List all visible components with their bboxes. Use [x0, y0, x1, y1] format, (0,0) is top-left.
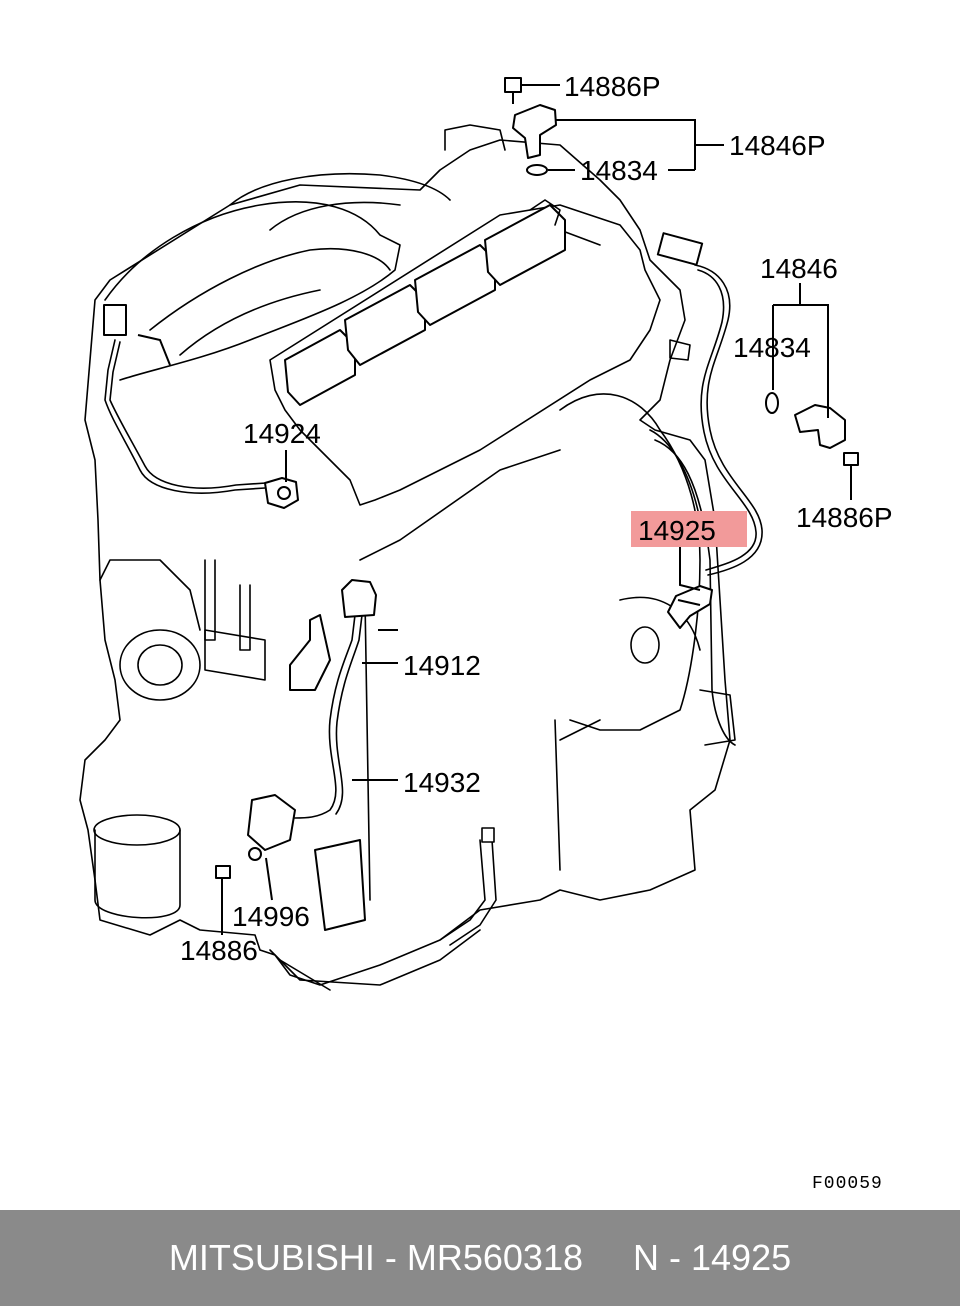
- part-info-footer: MITSUBISHI - MR560318 N - 14925: [0, 1210, 960, 1306]
- label-14834-top: 14834: [580, 155, 658, 186]
- knock-sensor: [264, 477, 299, 509]
- label-14886-bottom: 14886: [180, 935, 258, 966]
- label-14912: 14912: [403, 650, 481, 681]
- label-14924: 14924: [243, 418, 321, 449]
- label-14932: 14932: [403, 767, 481, 798]
- figure-code: F00059: [812, 1174, 883, 1194]
- label-14996: 14996: [232, 901, 310, 932]
- connector-left: [103, 304, 171, 366]
- highlight-box: [631, 511, 747, 547]
- sensor-wiring: [104, 264, 763, 819]
- connector-14912: [341, 579, 377, 618]
- engine-illustration: [79, 124, 736, 991]
- label-14846P: 14846P: [729, 130, 826, 161]
- label-14886P-top: 14886P: [564, 71, 661, 102]
- cam-sensor-top: [504, 77, 557, 176]
- label-14925-highlighted: 14925: [638, 515, 716, 546]
- footer-part-text: MITSUBISHI - MR560318 N - 14925: [168, 1237, 792, 1278]
- crank-sensor: [215, 794, 296, 879]
- label-14846: 14846: [760, 253, 838, 284]
- engine-parts-diagram: 14886P 14846P 14834 14846 14834 14886P 1…: [79, 71, 893, 1194]
- leader-lines: [221, 84, 852, 935]
- oxygen-sensor: [656, 232, 713, 629]
- cam-sensor-right: [765, 392, 859, 475]
- label-14886P-right: 14886P: [796, 502, 893, 533]
- label-14834-right: 14834: [733, 332, 811, 363]
- callout-labels: 14886P 14846P 14834 14846 14834 14886P 1…: [180, 71, 893, 1194]
